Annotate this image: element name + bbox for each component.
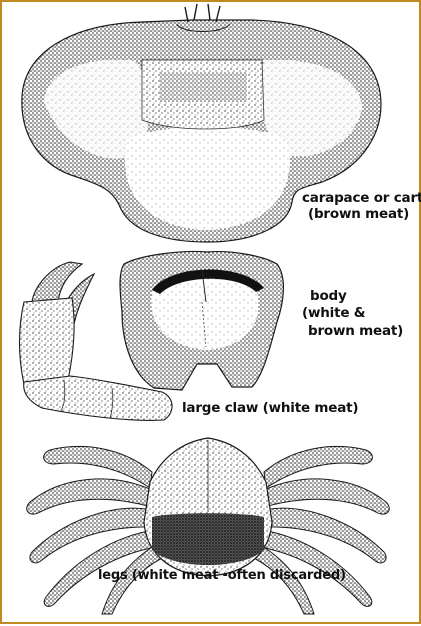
legs-illustration	[27, 438, 390, 614]
body-illustration	[120, 252, 283, 391]
body-sublabel-line1: (white &	[302, 305, 365, 322]
carapace-sublabel: (brown meat)	[308, 206, 409, 223]
carapace-label: carapace or cart	[302, 190, 421, 207]
claw-label: large claw (white meat)	[182, 400, 358, 417]
body-sublabel-line2: brown meat)	[308, 323, 403, 340]
body-label: body	[310, 288, 347, 305]
legs-label: legs (white meat -often discarded)	[98, 567, 346, 584]
